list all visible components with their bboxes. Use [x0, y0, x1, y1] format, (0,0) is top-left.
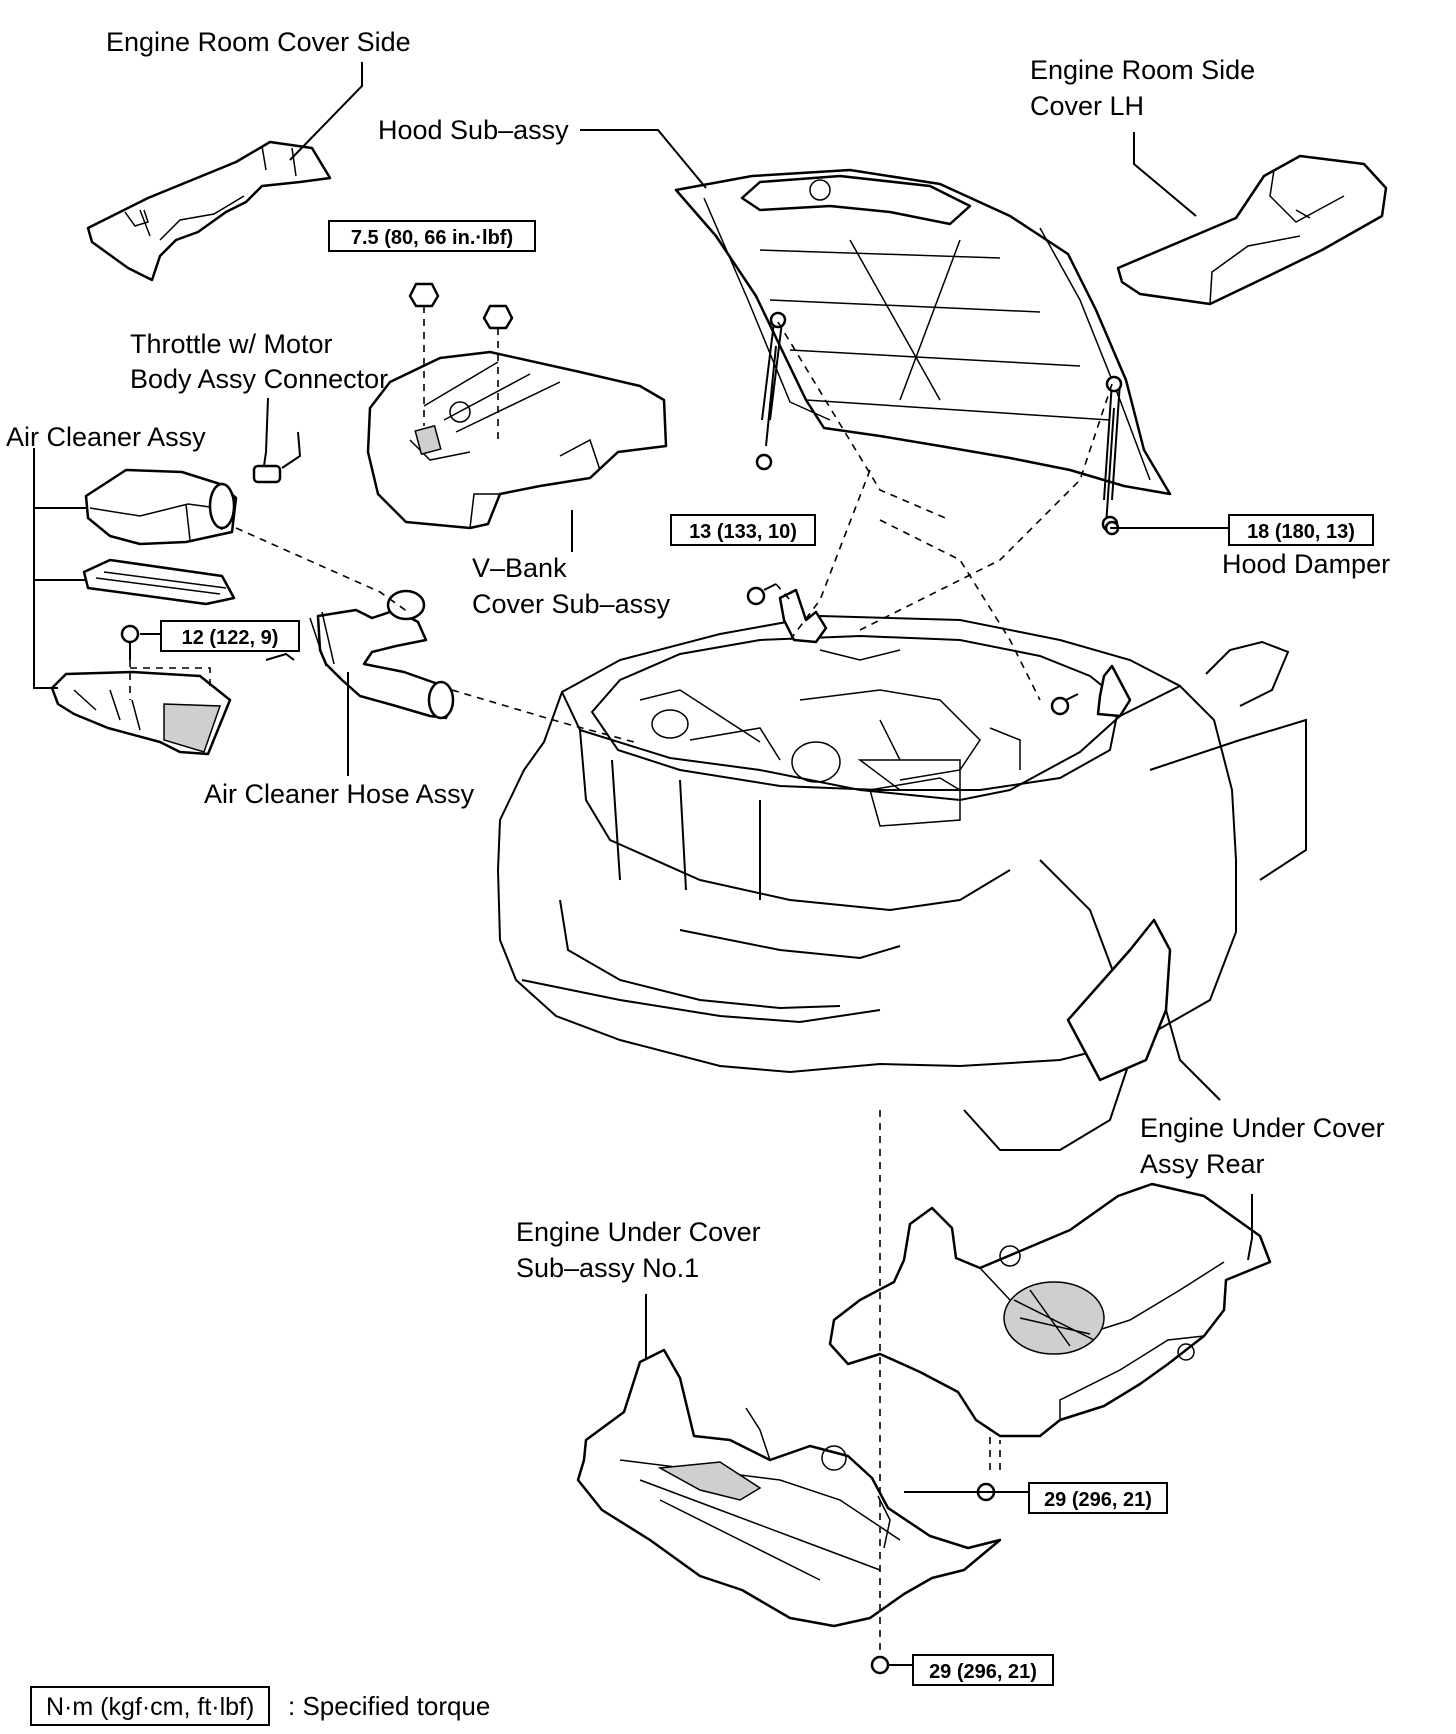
engine-room-cover-side-part [86, 140, 332, 282]
label-engine-under-cover-no1-line1: Engine Under Cover [516, 1217, 761, 1247]
air-cleaner-case-part [50, 670, 232, 756]
vehicle-body-part [496, 614, 1307, 1151]
engine-bay-part [590, 634, 1122, 827]
torque-v-bank-nut: 7.5 (80, 66 in.·lbf) [328, 220, 536, 252]
torque-hood-hinge-bolt: 13 (133, 10) [670, 514, 816, 546]
label-hood-sub-assy: Hood Sub–assy [378, 115, 569, 145]
torque-hood-damper-bolt: 18 (180, 13) [1228, 514, 1374, 546]
label-v-bank-cover-line1: V–Bank [472, 553, 567, 583]
label-throttle-connector-line1: Throttle w/ Motor [130, 329, 333, 359]
label-engine-under-cover-rear-line1: Engine Under Cover [1140, 1113, 1385, 1143]
engine-under-cover-rear-part [828, 1182, 1272, 1438]
engine-room-side-cover-lh-part [1116, 154, 1388, 306]
label-engine-room-side-cover-lh-line2: Cover LH [1030, 91, 1145, 121]
air-cleaner-hose-part [309, 589, 455, 720]
torque-under-cover-no1-bolt: 29 (296, 21) [912, 1654, 1054, 1686]
label-engine-under-cover-rear-line2: Assy Rear [1140, 1149, 1265, 1179]
air-cleaner-bolt-icon [120, 624, 140, 660]
v-bank-nut-2 [482, 304, 514, 330]
hood-hinge-part [778, 588, 1132, 718]
label-engine-room-side-cover-lh-line1: Engine Room Side [1030, 55, 1256, 85]
legend-description: : Specified torque [288, 1691, 491, 1721]
hood-hinge-bolt-icon [746, 583, 777, 606]
leader-lines [33, 62, 1253, 1666]
label-air-cleaner-hose-assy: Air Cleaner Hose Assy [204, 779, 475, 809]
under-cover-no1-bolt-icon [870, 1655, 900, 1675]
hose-clamp-bolt-icon [265, 652, 295, 661]
label-v-bank-cover-line2: Cover Sub–assy [472, 589, 671, 619]
air-cleaner-lid-part [84, 468, 238, 546]
assembly-lines [129, 306, 1113, 1658]
label-throttle-connector-line2: Body Assy Connector [130, 364, 389, 394]
hood-part [674, 168, 1172, 496]
v-bank-cover-part [366, 350, 668, 530]
air-filter-element-part [82, 558, 236, 606]
legend-torque-unit: N·m (kgf·cm, ft·lbf) [30, 1686, 271, 1726]
v-bank-nut-1 [408, 282, 440, 308]
label-engine-under-cover-no1-line2: Sub–assy No.1 [516, 1253, 700, 1283]
throttle-connector-part [252, 431, 302, 484]
engine-under-cover-no1-part [576, 1348, 1002, 1628]
torque-air-cleaner-bolt: 12 (122, 9) [160, 620, 300, 652]
label-air-cleaner-assy: Air Cleaner Assy [6, 422, 206, 452]
label-engine-room-cover-side: Engine Room Cover Side [106, 27, 411, 57]
label-hood-damper: Hood Damper [1222, 549, 1391, 579]
hinge-bolt-right-icon [1050, 693, 1079, 716]
torque-under-cover-rear-bolt: 29 (296, 21) [1028, 1482, 1168, 1514]
